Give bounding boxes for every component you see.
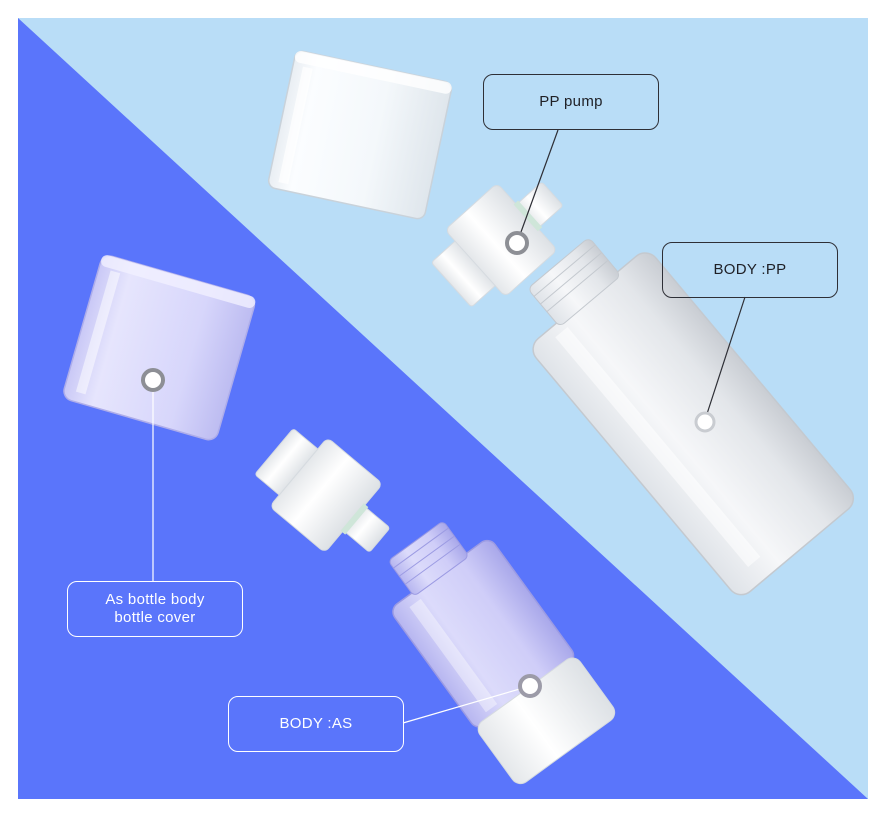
label-as-bottle-body: As bottle body bottle cover xyxy=(67,581,243,637)
label-pp-pump-text: PP pump xyxy=(539,93,603,110)
marker-pp-pump xyxy=(505,231,529,255)
pp-body-bottle xyxy=(529,239,855,596)
as-pump-lower xyxy=(255,429,390,552)
label-body-pp-text: BODY :PP xyxy=(713,261,787,278)
label-body-as: BODY :AS xyxy=(228,696,404,752)
marker-body-pp xyxy=(694,411,716,433)
label-pp-pump: PP pump xyxy=(483,74,659,130)
label-as-bottle-body-line1: As bottle body xyxy=(105,591,205,608)
pp-pump-top xyxy=(432,182,563,307)
label-body-pp: BODY :PP xyxy=(662,242,838,298)
dark-blue-panel xyxy=(18,18,868,799)
clear-cap-top xyxy=(267,50,453,220)
as-bottle-cover xyxy=(63,255,256,441)
marker-body-as xyxy=(518,674,542,698)
callout-line-body-as xyxy=(402,685,531,724)
label-as-bottle-body-line2: bottle cover xyxy=(114,609,196,626)
callout-line-body-pp xyxy=(704,296,746,421)
marker-as-cover xyxy=(141,368,165,392)
callout-line-pp-pump xyxy=(516,129,559,244)
label-body-as-text: BODY :AS xyxy=(279,715,353,732)
